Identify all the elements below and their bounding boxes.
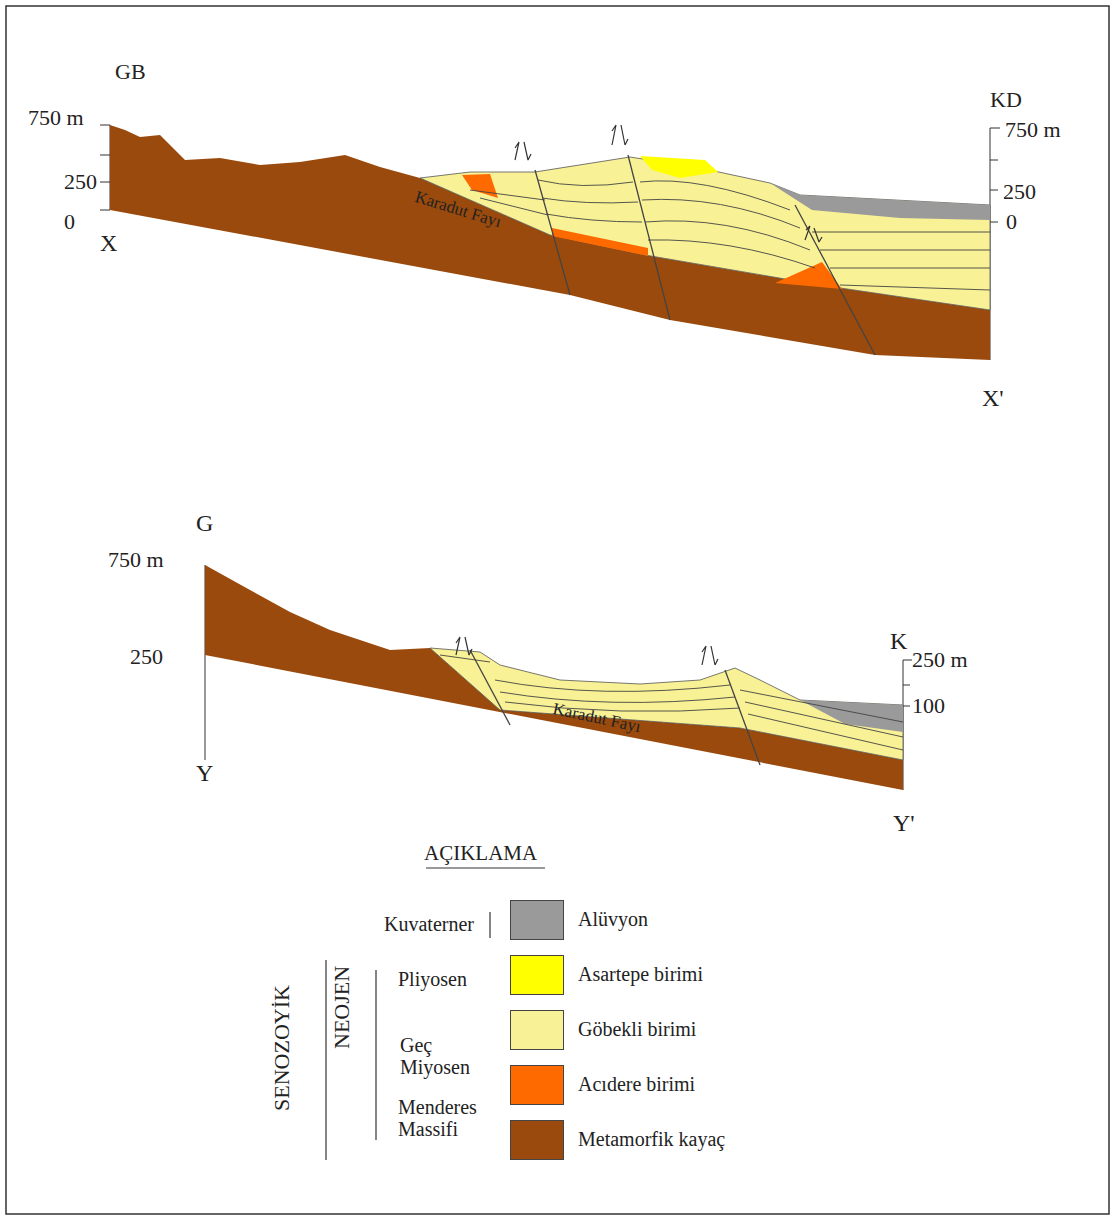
section-direction: KD	[990, 88, 1022, 112]
legend-text: Göbekli birimi	[578, 1018, 696, 1040]
section-direction: G	[196, 510, 213, 536]
elevation-tick: 100	[912, 694, 945, 718]
era-label: Kuvaterner	[384, 913, 474, 935]
legend-text: Asartepe birimi	[578, 963, 703, 985]
legend-text: Alüvyon	[578, 908, 648, 930]
legend-swatch	[510, 1120, 564, 1160]
legend-text: Acıdere birimi	[578, 1073, 695, 1095]
elevation-tick: 250	[130, 645, 163, 669]
section-end: X	[100, 230, 117, 256]
legend-swatch	[510, 1065, 564, 1105]
elevation-tick: 750 m	[28, 106, 84, 130]
elevation-tick: 750 m	[1005, 118, 1061, 142]
elevation-tick: 0	[1006, 210, 1017, 234]
legend-swatch	[510, 1010, 564, 1050]
elevation-tick: 250	[1003, 180, 1036, 204]
elevation-tick: 250	[64, 170, 97, 194]
section-end: Y'	[893, 810, 915, 836]
elevation-tick: 750 m	[108, 548, 164, 572]
epoch-label: Pliyosen	[398, 968, 467, 990]
epoch-label: Geç Miyosen	[400, 1034, 480, 1078]
section-end: X'	[982, 385, 1004, 411]
legend-title: AÇIKLAMA	[424, 842, 537, 865]
legend-swatch	[510, 900, 564, 940]
section-direction: K	[890, 628, 907, 654]
section-end: Y	[196, 760, 213, 786]
section-direction: GB	[115, 60, 146, 84]
elevation-tick: 250 m	[912, 648, 968, 672]
era-label: SENOZOYİK	[270, 985, 294, 1111]
epoch-label: Menderes Massifi	[398, 1096, 488, 1140]
period-label: NEOJEN	[330, 965, 354, 1048]
legend-swatch	[510, 955, 564, 995]
elevation-tick: 0	[64, 210, 75, 234]
legend-text: Metamorfik kayaç	[578, 1128, 725, 1150]
